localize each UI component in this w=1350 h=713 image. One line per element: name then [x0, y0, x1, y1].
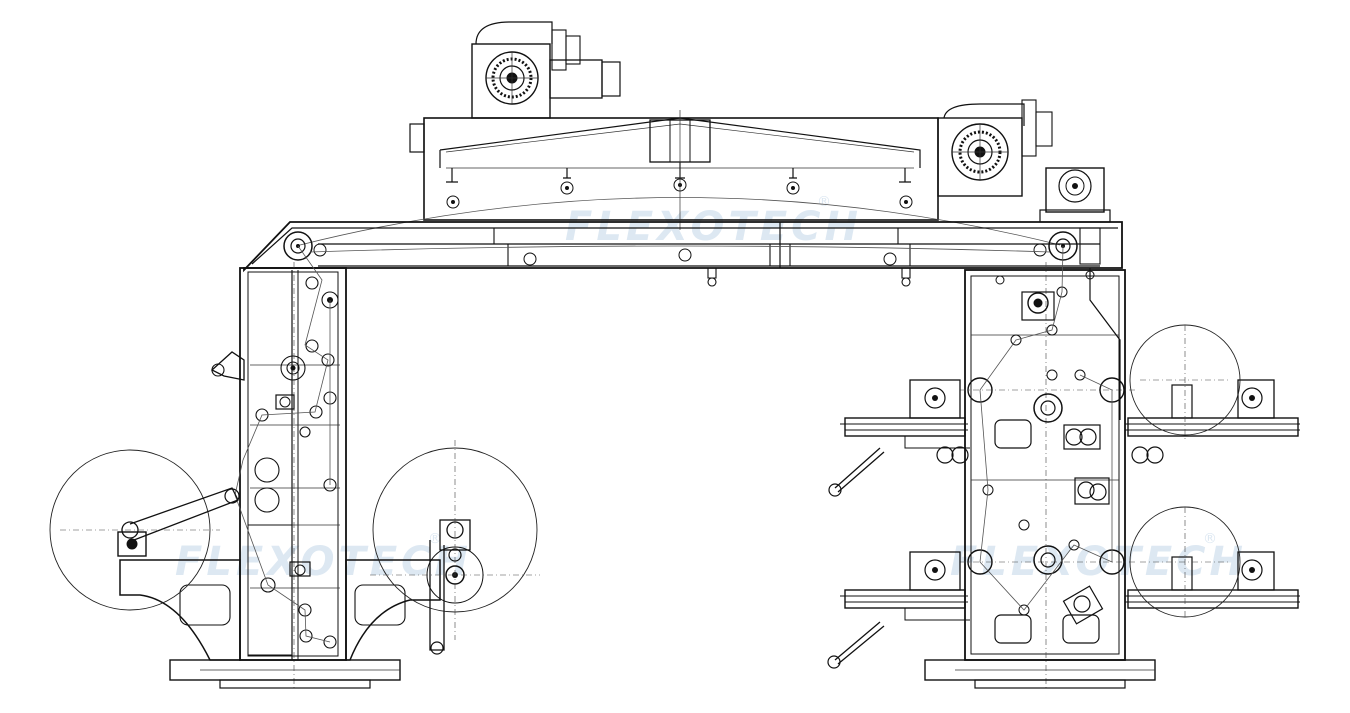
rewind-roll [370, 440, 540, 655]
left-frame [210, 245, 347, 690]
bridge-beam [243, 221, 1123, 287]
blower-fan-right [937, 99, 1053, 197]
watermark-top-reg: ® [817, 194, 831, 210]
gear-cluster [1021, 291, 1110, 625]
print-deck-top-right [1125, 324, 1300, 464]
blower-fan-left [471, 21, 621, 119]
watermark-left: FLEXOTECH [175, 539, 472, 585]
unwind-roll [49, 449, 240, 611]
print-deck-bottom-left [827, 551, 970, 669]
watermark-left-reg: ® [428, 531, 442, 547]
right-base [924, 659, 1156, 689]
printing-tower [960, 245, 1135, 690]
drying-oven [299, 110, 1061, 246]
drive-motor [1039, 167, 1111, 223]
print-deck-top-left [828, 379, 970, 497]
watermarks: FLEXOTECH ® FLEXOTECH ® FLEXOTECH ® [175, 194, 1243, 585]
watermark-top: FLEXOTECH [565, 204, 862, 250]
left-base [119, 559, 441, 689]
print-deck-bottom-right [1125, 506, 1300, 620]
watermark-right-reg: ® [1203, 531, 1217, 547]
